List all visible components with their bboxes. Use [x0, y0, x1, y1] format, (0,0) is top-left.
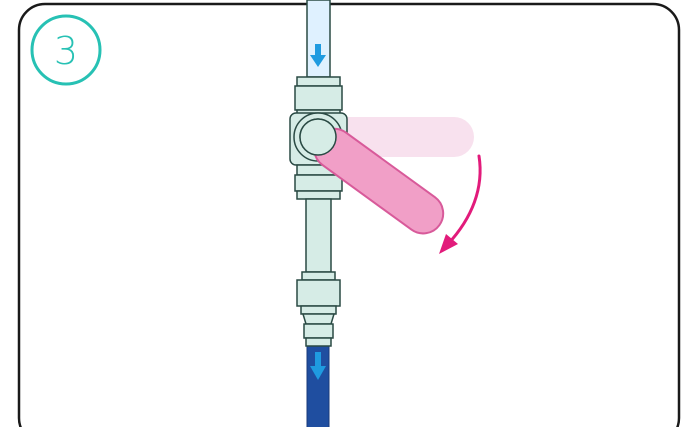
- second-fitting-tip: [305, 337, 332, 347]
- second-fitting-body: [296, 279, 341, 307]
- diagram-frame: [17, 2, 681, 427]
- curved-arrow-icon: [439, 154, 482, 254]
- flow-out-arrow-down-icon: [310, 352, 326, 380]
- step-badge: 3: [30, 14, 102, 86]
- upper-coupling-collar: [296, 76, 341, 87]
- step-circle: [30, 14, 102, 86]
- second-fitting-neck: [303, 323, 334, 339]
- second-fitting-ring: [300, 305, 337, 315]
- lower-valve-collar: [296, 190, 341, 200]
- upper-coupling-body: [294, 85, 343, 111]
- second-fitting-collar: [301, 271, 336, 281]
- second-fitting-taper: [301, 313, 336, 325]
- step-number: 3: [54, 29, 78, 73]
- connector-tube: [305, 198, 332, 273]
- valve-hub: [299, 118, 337, 156]
- lower-valve-nut: [294, 174, 343, 192]
- flow-in-arrow-down-icon: [310, 44, 326, 67]
